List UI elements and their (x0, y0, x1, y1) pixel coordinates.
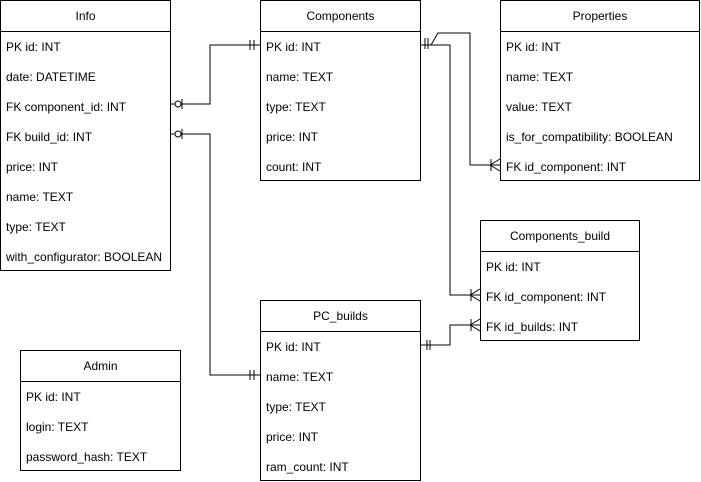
relation-components-components-build (421, 44, 481, 302)
entity-title: Info (1, 1, 170, 32)
field-row: name: TEXT (266, 370, 334, 384)
field-row: password_hash: TEXT (26, 450, 148, 464)
relation-info-components (171, 40, 260, 109)
field-row: type: TEXT (266, 400, 326, 414)
field-row: login: TEXT (26, 420, 89, 434)
entity-admin[interactable]: Admin PK id: INT login: TEXT password_ha… (20, 350, 181, 471)
field-row: name: TEXT (266, 70, 334, 84)
relation-info-pc-builds (171, 129, 260, 380)
field-row: PK id: INT (266, 340, 321, 354)
field-row: FK id_component: INT (506, 160, 627, 174)
entity-properties[interactable]: Properties PK id: INT name: TEXT value: … (500, 0, 700, 181)
field-row: name: TEXT (506, 70, 574, 84)
field-row: FK component_id: INT (6, 100, 127, 114)
entity-title: PC_builds (261, 301, 420, 332)
field-row: FK id_component: INT (486, 290, 607, 304)
field-row: date: DATETIME (6, 70, 96, 84)
entity-pc-builds[interactable]: PC_builds PK id: INT name: TEXT type: TE… (260, 300, 421, 481)
relation-components-properties (421, 32, 501, 172)
field-row: with_configurator: BOOLEAN (6, 250, 163, 264)
field-row: price: INT (266, 130, 319, 144)
field-row: PK id: INT (506, 40, 561, 54)
field-row: price: INT (6, 160, 59, 174)
field-row: PK id: INT (6, 40, 61, 54)
field-row: type: TEXT (6, 220, 66, 234)
entity-title: Components (261, 1, 420, 32)
field-row: PK id: INT (26, 390, 81, 404)
relation-pc-builds-components-build (421, 318, 481, 350)
field-row: ram_count: INT (266, 460, 349, 474)
field-row: type: TEXT (266, 100, 326, 114)
field-row: FK build_id: INT (6, 130, 93, 144)
field-row: PK id: INT (486, 260, 541, 274)
field-row: price: INT (266, 430, 319, 444)
field-row: count: INT (266, 160, 322, 174)
field-row: FK id_builds: INT (486, 320, 579, 334)
entity-info[interactable]: Info PK id: INT date: DATETIME FK compon… (0, 0, 171, 271)
field-row: value: TEXT (506, 100, 572, 114)
field-row: PK id: INT (266, 40, 321, 54)
entity-title: Properties (501, 1, 699, 32)
entity-components-build[interactable]: Components_build PK id: INT FK id_compon… (480, 220, 640, 341)
field-row: is_for_compatibility: BOOLEAN (506, 130, 673, 144)
entity-title: Admin (21, 351, 180, 382)
field-row: name: TEXT (6, 190, 74, 204)
entity-title: Components_build (481, 221, 639, 252)
entity-components[interactable]: Components PK id: INT name: TEXT type: T… (260, 0, 421, 181)
